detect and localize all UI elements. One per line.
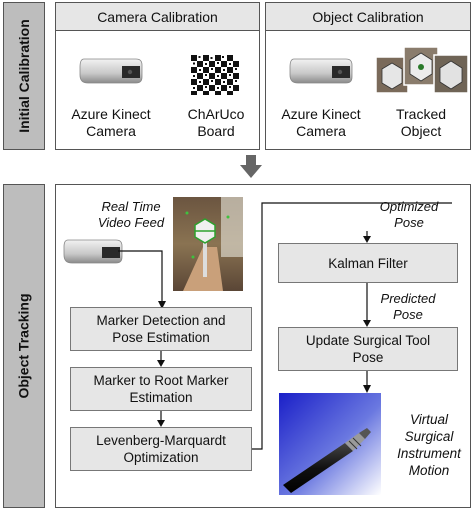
root-marker-line2: Estimation (129, 390, 193, 405)
update-pose-line1: Update Surgical Tool (305, 333, 431, 348)
charuco-label-line2: Board (197, 123, 235, 139)
optimized-to-kalman-arrow (363, 231, 371, 243)
predicted-pose-label: Predicted Pose (366, 291, 450, 323)
object-tracking-panel: Real Time Video Feed Mar (55, 184, 471, 508)
tracked-object-label-line2: Object (400, 123, 442, 139)
video-feed-line1: Real Time (101, 199, 161, 214)
video-to-detection-arrow (118, 250, 166, 309)
optimized-pose-line2: Pose (394, 215, 424, 230)
video-feed-label: Real Time Video Feed (86, 199, 176, 231)
kalman-filter-text: Kalman Filter (328, 255, 408, 271)
lm-optimization-box: Levenberg-Marquardt Optimization (70, 427, 252, 471)
virtual-instrument-image (279, 393, 381, 495)
lm-optimization-line1: Levenberg-Marquardt (96, 433, 226, 448)
object-calibration-panel: Object Calibration Azure Kinect Camera T… (265, 2, 471, 150)
camera-label-2: Azure Kinect Camera (271, 106, 371, 140)
camera-label-2-line2: Camera (296, 123, 346, 139)
tracked-object-label-line1: Tracked (395, 106, 447, 122)
predicted-pose-line1: Predicted (380, 291, 436, 306)
virtual-motion-line1: Virtual (409, 412, 449, 427)
object-calibration-title: Object Calibration (266, 3, 470, 31)
camera-label-2-line1: Azure Kinect (281, 106, 361, 122)
camera-label-1: Azure Kinect Camera (61, 106, 161, 140)
kalman-to-predicted-arrow (363, 283, 371, 327)
charuco-label-line1: ChArUco (187, 106, 245, 122)
marker-detection-line1: Marker Detection and (96, 313, 226, 328)
tracking-camera-icon (63, 239, 123, 264)
camera-label-1-line1: Azure Kinect (71, 106, 151, 122)
azure-kinect-camera-icon-2 (289, 58, 353, 84)
object-tracking-text: Object Tracking (16, 293, 33, 399)
virtual-motion-line2: Surgical (404, 429, 454, 444)
update-pose-line2: Pose (352, 350, 384, 365)
marker-detection-line2: Pose Estimation (112, 330, 210, 345)
virtual-motion-line4: Motion (408, 463, 450, 478)
predicted-pose-line2: Pose (393, 307, 423, 322)
kalman-filter-box: Kalman Filter (278, 243, 458, 283)
optimized-pose-line1: Optimized (379, 199, 439, 214)
virtual-motion-line3: Instrument (397, 446, 461, 461)
down-arrow-icon (240, 155, 262, 178)
tracked-object-photos (375, 46, 469, 94)
video-frame-image (173, 197, 243, 291)
update-to-virtual-arrow (363, 371, 371, 393)
object-tracking-label: Object Tracking (3, 184, 45, 508)
optimized-pose-label: Optimized Pose (364, 199, 454, 231)
camera-calibration-panel: Camera Calibration Azure Kinect Camera (55, 2, 260, 150)
root-to-lm-arrow (157, 411, 165, 427)
azure-kinect-camera-icon (79, 58, 143, 84)
root-marker-box: Marker to Root Marker Estimation (70, 367, 252, 411)
virtual-motion-label: Virtual Surgical Instrument Motion (388, 411, 470, 479)
detection-to-root-arrow (157, 351, 165, 367)
initial-calibration-label: Initial Calibration (3, 2, 45, 150)
charuco-board-icon (189, 53, 241, 97)
camera-label-1-line2: Camera (86, 123, 136, 139)
video-feed-line2: Video Feed (97, 215, 165, 230)
marker-detection-box: Marker Detection and Pose Estimation (70, 307, 252, 351)
update-pose-box: Update Surgical Tool Pose (278, 327, 458, 371)
lm-to-kalman-connector (252, 202, 452, 450)
charuco-label: ChArUco Board (171, 106, 261, 140)
lm-optimization-line2: Optimization (123, 450, 199, 465)
camera-calibration-title: Camera Calibration (56, 3, 259, 31)
root-marker-line1: Marker to Root Marker (93, 373, 229, 388)
tracked-object-label: Tracked Object (376, 106, 466, 140)
initial-calibration-text: Initial Calibration (16, 19, 33, 133)
